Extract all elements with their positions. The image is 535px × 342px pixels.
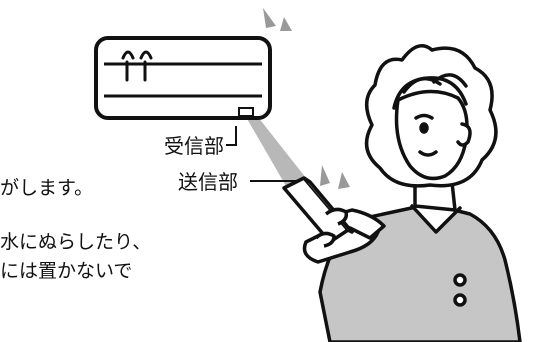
remote-control [282, 176, 354, 248]
body-text-line-3: には置かないで [0, 260, 133, 282]
body-text-line-2: 水にぬらしたり、 [0, 231, 152, 253]
beep-mark [121, 50, 153, 82]
woman-figure [302, 44, 522, 342]
receiver-label: 受信部 [164, 134, 224, 158]
transmitter-label: 送信部 [178, 170, 238, 194]
receiver-leader-line [226, 126, 237, 146]
air-conditioner-unit [94, 36, 272, 120]
beep-rays-hand [320, 165, 350, 189]
signal-beam [246, 117, 306, 186]
body-text-line-1: がします。 [0, 177, 94, 199]
receiver-window [238, 107, 254, 117]
beep-rays-top [263, 8, 292, 31]
